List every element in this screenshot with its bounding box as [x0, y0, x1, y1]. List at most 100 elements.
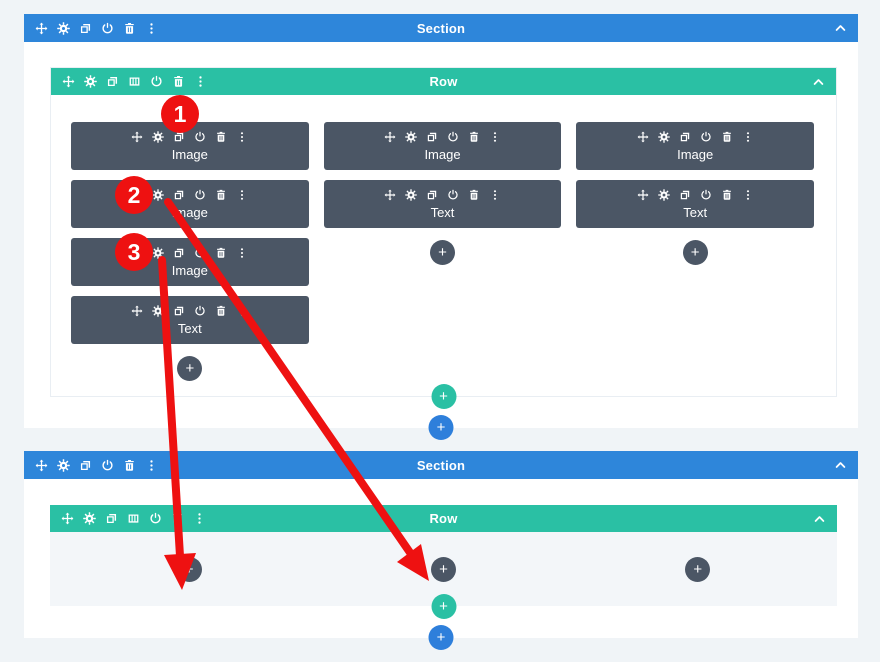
settings-icon[interactable] — [658, 131, 670, 143]
save-icon[interactable] — [194, 131, 206, 143]
duplicate-icon[interactable] — [679, 189, 691, 201]
options-icon[interactable] — [236, 189, 248, 201]
row-1-header[interactable]: Row — [51, 68, 836, 95]
chevron-up-icon[interactable] — [834, 22, 847, 35]
module-image[interactable]: Image — [71, 238, 309, 286]
module-label: Image — [424, 147, 461, 162]
duplicate-icon[interactable] — [79, 459, 92, 472]
row-2-header[interactable]: Row — [50, 505, 837, 532]
duplicate-icon[interactable] — [173, 189, 185, 201]
section-1: Section Row — [24, 14, 858, 440]
add-row-button[interactable]: + — [431, 384, 456, 409]
options-icon[interactable] — [194, 75, 207, 88]
duplicate-icon[interactable] — [426, 189, 438, 201]
options-icon[interactable] — [489, 131, 501, 143]
options-icon[interactable] — [193, 512, 206, 525]
move-icon[interactable] — [131, 131, 143, 143]
duplicate-icon[interactable] — [679, 131, 691, 143]
add-module-button[interactable]: + — [176, 556, 202, 582]
move-icon[interactable] — [131, 305, 143, 317]
chevron-up-icon[interactable] — [813, 512, 826, 525]
settings-icon[interactable] — [57, 22, 70, 35]
delete-icon[interactable] — [215, 305, 227, 317]
module-text[interactable]: Text — [323, 180, 562, 228]
duplicate-icon[interactable] — [79, 22, 92, 35]
module-text[interactable]: Text — [71, 296, 309, 344]
save-icon[interactable] — [447, 189, 459, 201]
add-module-button[interactable]: + — [430, 556, 456, 582]
settings-icon[interactable] — [658, 189, 670, 201]
delete-icon[interactable] — [468, 131, 480, 143]
options-icon[interactable] — [236, 247, 248, 259]
duplicate-icon[interactable] — [105, 512, 118, 525]
settings-icon[interactable] — [405, 189, 417, 201]
save-icon[interactable] — [194, 189, 206, 201]
chevron-up-icon[interactable] — [834, 459, 847, 472]
duplicate-icon[interactable] — [173, 247, 185, 259]
module-toolbar — [637, 131, 754, 143]
move-icon[interactable] — [35, 459, 48, 472]
settings-icon[interactable] — [152, 305, 164, 317]
add-section-button[interactable]: + — [428, 415, 454, 440]
save-icon[interactable] — [447, 131, 459, 143]
delete-icon[interactable] — [123, 459, 136, 472]
settings-icon[interactable] — [84, 75, 97, 88]
options-icon[interactable] — [145, 22, 158, 35]
add-module-button[interactable]: + — [682, 240, 708, 265]
module-image[interactable]: Image — [323, 122, 562, 170]
add-module-button[interactable]: + — [177, 356, 203, 381]
delete-icon[interactable] — [468, 189, 480, 201]
add-module-button[interactable]: + — [685, 556, 711, 582]
delete-icon[interactable] — [721, 189, 733, 201]
section-2-header[interactable]: Section — [24, 451, 858, 479]
move-icon[interactable] — [637, 131, 649, 143]
options-icon[interactable] — [742, 131, 754, 143]
settings-icon[interactable] — [152, 131, 164, 143]
empty-column-2: + — [316, 532, 570, 606]
move-icon[interactable] — [62, 75, 75, 88]
move-icon[interactable] — [35, 22, 48, 35]
add-module-button[interactable]: + — [430, 240, 455, 265]
module-image[interactable]: Image — [71, 180, 309, 228]
delete-icon[interactable] — [172, 75, 185, 88]
module-image[interactable]: Image — [576, 122, 815, 170]
settings-icon[interactable] — [405, 131, 417, 143]
options-icon[interactable] — [489, 189, 501, 201]
delete-icon[interactable] — [215, 189, 227, 201]
section-1-header[interactable]: Section — [24, 14, 858, 42]
save-icon[interactable] — [101, 459, 114, 472]
save-icon[interactable] — [194, 247, 206, 259]
delete-icon[interactable] — [123, 22, 136, 35]
add-section-button[interactable]: + — [428, 625, 454, 650]
save-icon[interactable] — [194, 305, 206, 317]
move-icon[interactable] — [384, 131, 396, 143]
save-icon[interactable] — [149, 512, 162, 525]
add-row-button[interactable]: + — [431, 594, 456, 619]
settings-icon[interactable] — [83, 512, 96, 525]
duplicate-icon[interactable] — [173, 305, 185, 317]
settings-icon[interactable] — [57, 459, 70, 472]
options-icon[interactable] — [236, 131, 248, 143]
save-icon[interactable] — [700, 131, 712, 143]
save-icon[interactable] — [700, 189, 712, 201]
duplicate-icon[interactable] — [106, 75, 119, 88]
move-icon[interactable] — [637, 189, 649, 201]
move-icon[interactable] — [384, 189, 396, 201]
chevron-up-icon[interactable] — [812, 75, 825, 88]
delete-icon[interactable] — [171, 512, 184, 525]
save-icon[interactable] — [150, 75, 163, 88]
settings-icon[interactable] — [152, 247, 164, 259]
options-icon[interactable] — [236, 305, 248, 317]
settings-icon[interactable] — [152, 189, 164, 201]
delete-icon[interactable] — [215, 247, 227, 259]
duplicate-icon[interactable] — [426, 131, 438, 143]
delete-icon[interactable] — [721, 131, 733, 143]
move-icon[interactable] — [61, 512, 74, 525]
module-text[interactable]: Text — [576, 180, 815, 228]
save-icon[interactable] — [101, 22, 114, 35]
columns-icon[interactable] — [128, 75, 141, 88]
options-icon[interactable] — [145, 459, 158, 472]
options-icon[interactable] — [742, 189, 754, 201]
columns-icon[interactable] — [127, 512, 140, 525]
delete-icon[interactable] — [215, 131, 227, 143]
